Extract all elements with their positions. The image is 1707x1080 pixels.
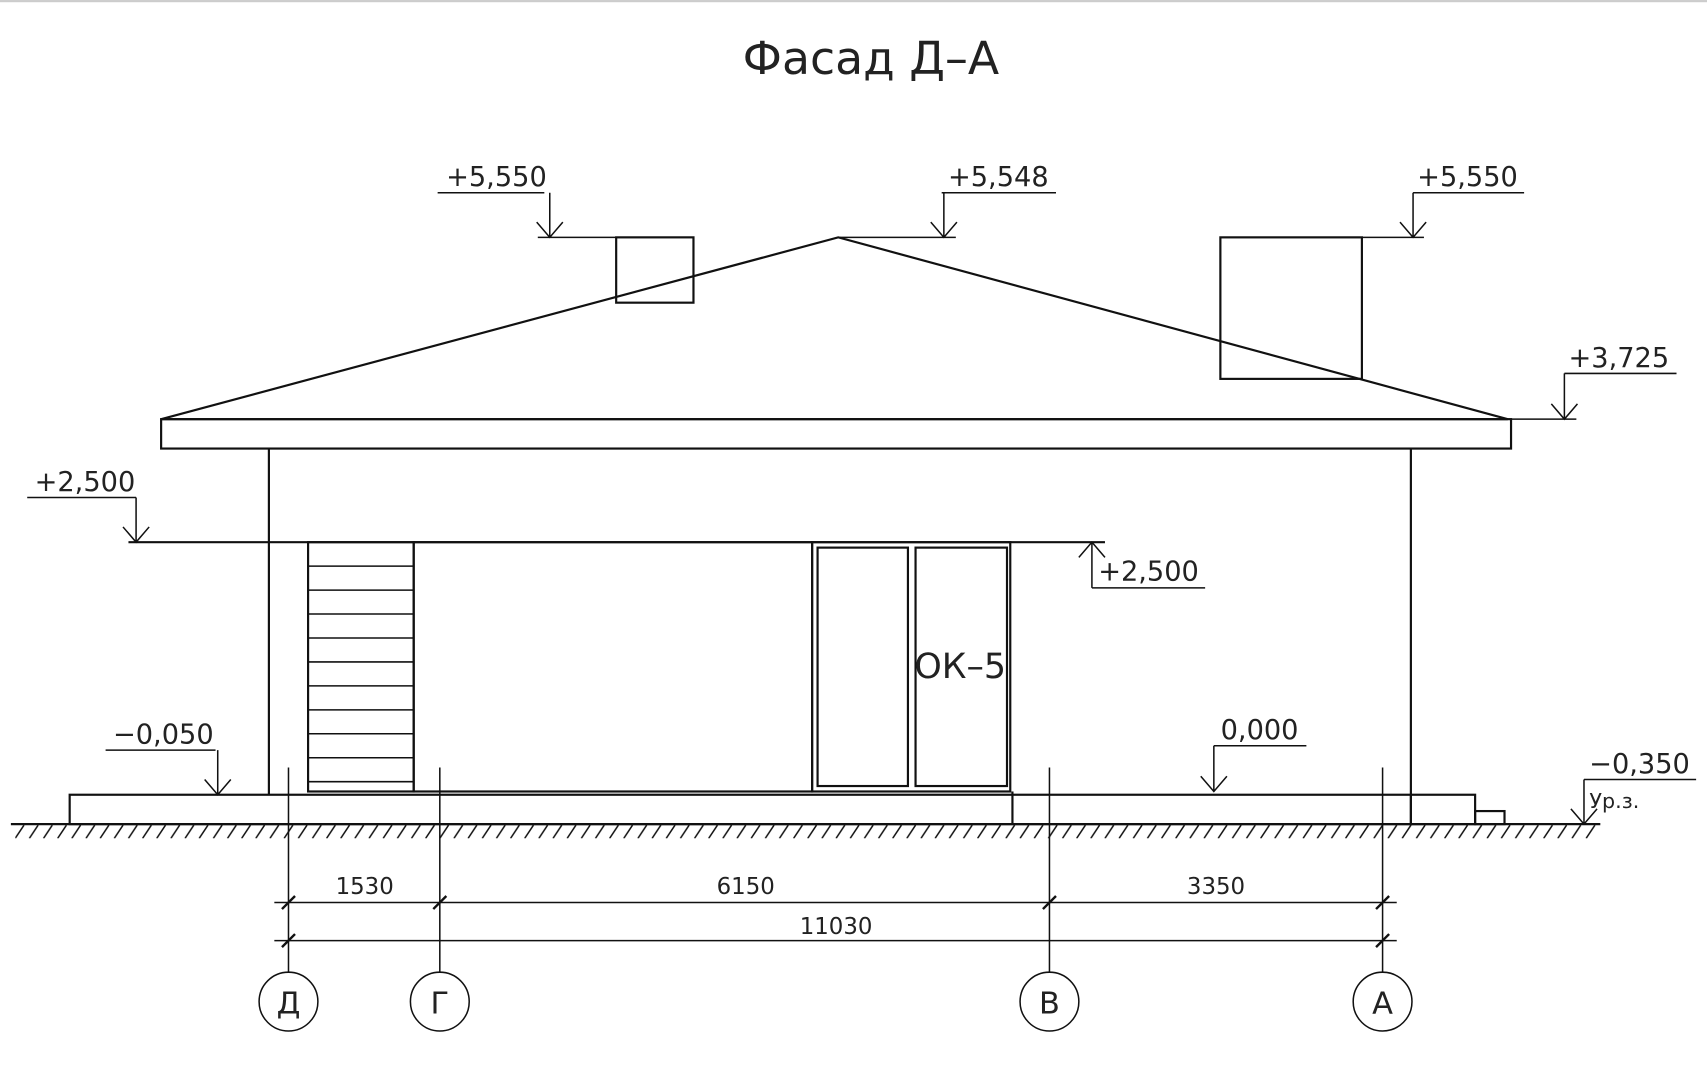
dimension-text: 1530: [336, 874, 394, 900]
level-text: −0,350: [1589, 749, 1690, 780]
top-border: [0, 0, 1707, 3]
axis-label: Г: [431, 987, 450, 1022]
chimney-right: [1219, 236, 1363, 380]
dimension-chain: 1530 6150 3350 11030: [274, 874, 1397, 942]
axis-label: Д: [277, 987, 301, 1022]
level-mark-chimney-left: +5,550: [437, 162, 617, 239]
level-text: −0,050: [113, 720, 214, 751]
dimension-total-text: 11030: [800, 914, 873, 940]
level-mark-lintel-right: +2,500: [1078, 541, 1206, 589]
drawing-title: Фасад Д–А: [743, 32, 1000, 85]
step-lower: [1474, 809, 1506, 826]
roof-fascia: [160, 418, 1513, 450]
level-text: +5,548: [948, 162, 1049, 193]
level-mark-ground: −0,350 Ур.з.: [1570, 749, 1697, 826]
level-text: +3,725: [1568, 343, 1669, 374]
level-text: +5,550: [446, 162, 547, 193]
level-text: +2,500: [35, 467, 136, 498]
step-upper: [1409, 793, 1477, 826]
level-mark-eave: +3,725: [1507, 343, 1677, 421]
axis-bubble: [1352, 971, 1413, 1032]
axis-label: А: [1372, 987, 1393, 1022]
level-mark-chimney-right: +5,550: [1361, 162, 1525, 239]
ground-level-label: Ур.з.: [1589, 789, 1639, 813]
level-mark-lintel-left: +2,500: [27, 467, 150, 544]
level-text: +5,550: [1417, 162, 1518, 193]
plinth: [68, 793, 1412, 826]
chimney-left: [615, 236, 695, 304]
stone-clad-panel: [412, 541, 814, 793]
level-mark-ridge: +5,548: [838, 162, 1056, 239]
level-text: +2,500: [1098, 556, 1199, 587]
axis-bubble: [409, 971, 470, 1032]
level-mark-floor: 0,000: [1200, 715, 1307, 793]
axis-label: В: [1039, 987, 1060, 1022]
roof: [160, 236, 1509, 421]
dimension-text: 6150: [717, 874, 775, 900]
level-text: 0,000: [1221, 715, 1299, 746]
dimension-text: 3350: [1187, 874, 1245, 900]
window-mark: ОК–5: [914, 647, 1006, 687]
axis-bubble: [258, 971, 319, 1032]
level-mark-plinth: −0,050: [105, 720, 232, 796]
ground-hatch: [15, 824, 1600, 840]
axis-bubble: [1019, 971, 1080, 1032]
window-ok-5: [811, 541, 1012, 793]
louvered-panel: [306, 541, 415, 793]
